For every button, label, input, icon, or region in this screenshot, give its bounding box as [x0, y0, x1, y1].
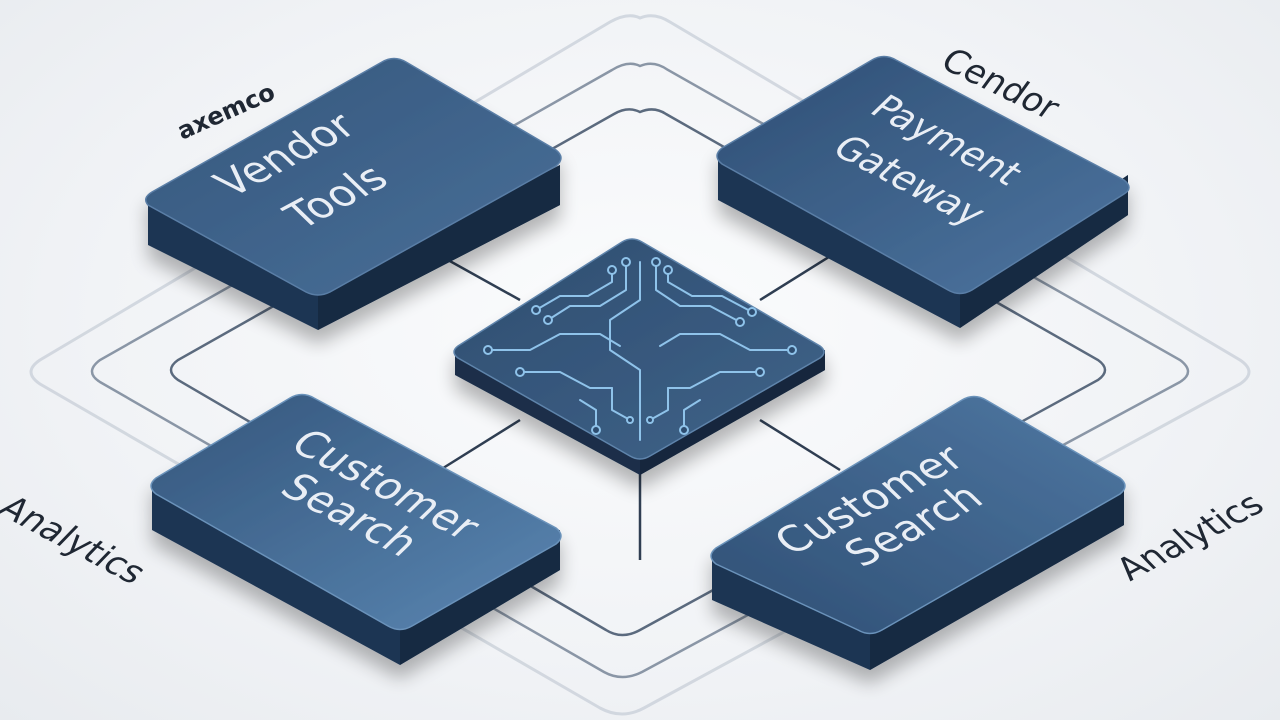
outer-ring-1: [29, 14, 1251, 716]
tile-top: [716, 55, 1130, 295]
outer-ring-2: [90, 62, 1190, 679]
tile-side: [712, 485, 1124, 670]
circuit-nodes: [483, 257, 797, 435]
center-chip: [453, 238, 825, 475]
tile-side: [148, 165, 560, 330]
label-bottom-left: Analytics: [0, 490, 154, 592]
chip-side: [455, 350, 825, 475]
connector-br: [759, 418, 841, 472]
chip-top: [453, 238, 825, 460]
circuit-pattern: [487, 261, 793, 441]
label-bottom-right: Analytics: [1108, 486, 1273, 588]
tile-side-shade: [318, 165, 560, 330]
tile-vendor-tools[interactable]: Vendor Tools: [145, 57, 562, 331]
tile-top: [145, 57, 562, 296]
tile-customer-search-right[interactable]: Customer Search: [710, 395, 1126, 671]
outer-rings: [29, 14, 1251, 716]
connector-tr: [759, 248, 841, 302]
tile-top: [150, 393, 562, 631]
connector-bl: [439, 418, 521, 472]
tile-side-shade: [870, 485, 1124, 670]
tile-top: [710, 395, 1126, 635]
outer-ring-3: [169, 108, 1107, 637]
tile-customer-search-left[interactable]: Customer Search: [150, 393, 562, 666]
